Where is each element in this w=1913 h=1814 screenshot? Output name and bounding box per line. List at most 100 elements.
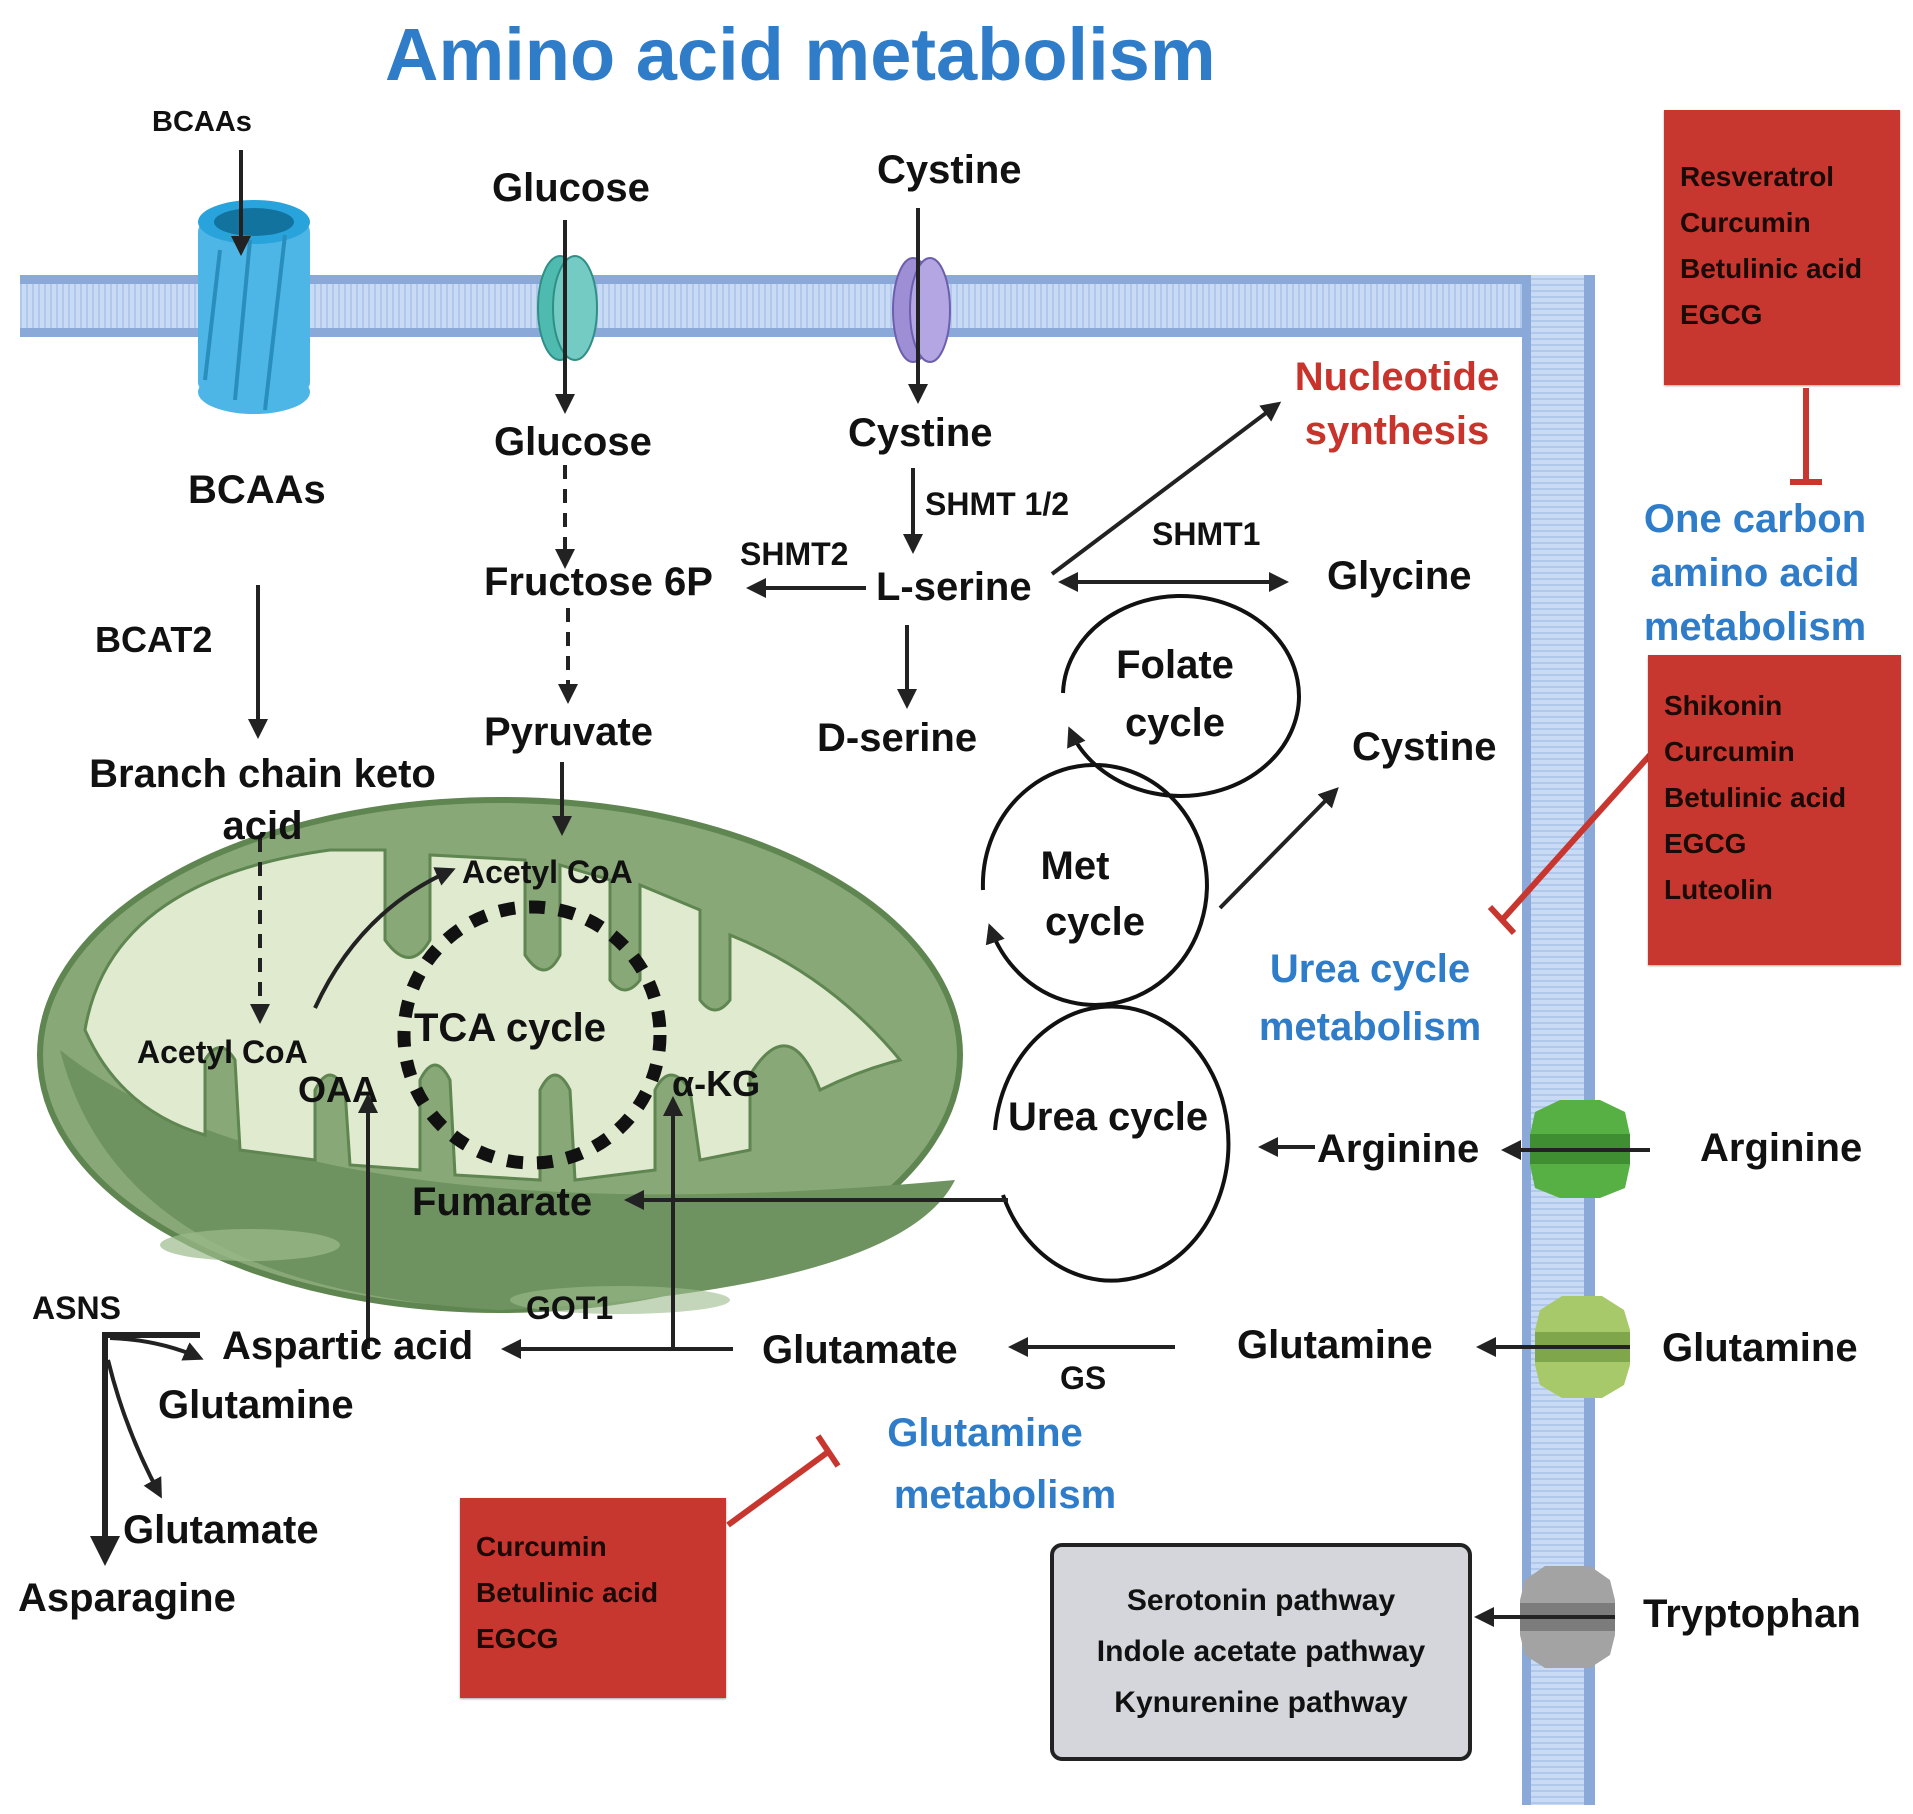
pathway-label-one-carbon: One carbon amino acid metabolism [1620, 492, 1890, 654]
label-glutamine-cytosol: Glutamine [1237, 1323, 1433, 1367]
label-acetyl-coa-top: Acetyl CoA [462, 854, 633, 890]
met-cycle-circle [980, 762, 1209, 1007]
pathway-label-glutamine-line2: metabolism [893, 1473, 1117, 1517]
label-bcat2: BCAT2 [95, 619, 213, 660]
glucose-transporter-icon [537, 255, 598, 361]
folate-cycle-circle [1061, 593, 1301, 798]
mitochondrion [37, 797, 963, 1314]
pathway-label-glutamine: Glutamine metabolism [855, 1402, 1155, 1526]
arrow-lserine-to-nucleotide [1050, 401, 1282, 576]
pathway-label-one-carbon-line1: One carbon [1643, 497, 1867, 541]
inhibitor-item: EGCG [1664, 828, 1747, 859]
inhibitor-item: Betulinic acid [1680, 253, 1863, 284]
mitochondrion-matrix [83, 848, 903, 1182]
label-glucose-cytosol: Glucose [494, 420, 652, 464]
label-folate-cycle: Folate cycle [1095, 636, 1255, 752]
label-met-cycle: Met cycle [1015, 838, 1175, 950]
label-aspartic-acid: Aspartic acid [222, 1324, 474, 1368]
cystine-transporter-icon [892, 257, 951, 363]
label-branch-chain-keto-acid: Branch chain keto acid [75, 748, 450, 852]
label-asns-glutamate: Glutamate [123, 1508, 319, 1552]
inhibit-glutamine [726, 1449, 830, 1528]
page-title: Amino acid metabolism [385, 13, 1216, 96]
inhibitor-item: Luteolin [1664, 874, 1773, 905]
label-folate-cycle-line2: cycle [1124, 701, 1226, 745]
arrow-asns-to-asparagine [90, 1332, 200, 1566]
label-gs: GS [1060, 1360, 1107, 1396]
membrane-vertical-inner-leaflet [1522, 275, 1531, 1805]
label-shmt12: SHMT 1/2 [925, 486, 1070, 522]
pathway-label-one-carbon-line3: metabolism [1643, 605, 1867, 649]
tryptophan-pathway-item: Kynurenine pathway [1114, 1686, 1408, 1719]
cell-membrane [20, 275, 1595, 1805]
label-asns-glutamine: Glutamine [158, 1383, 354, 1427]
label-asparagine: Asparagine [18, 1576, 236, 1620]
inhibition-lines [726, 388, 1822, 1528]
label-d-serine: D-serine [817, 716, 978, 760]
label-shmt2: SHMT2 [740, 536, 849, 572]
label-tryptophan-extracellular: Tryptophan [1643, 1592, 1861, 1636]
label-nucleotide-synthesis-line1: Nucleotide [1294, 355, 1500, 399]
inhibitor-item: Betulinic acid [476, 1577, 659, 1608]
label-fumarate: Fumarate [412, 1180, 593, 1224]
inhibitor-item: EGCG [1680, 299, 1763, 330]
inhibitor-box-urea-cycle: Shikonin Curcumin Betulinic acid EGCG Lu… [1648, 655, 1901, 965]
label-bcaas-cytosol: BCAAs [188, 468, 326, 512]
bcaa-channel-icon [198, 200, 310, 414]
label-arginine-cytosol: Arginine [1317, 1127, 1480, 1171]
label-pyruvate: Pyruvate [484, 710, 653, 754]
inhibitor-item: Curcumin [476, 1531, 607, 1562]
label-oaa: OAA [298, 1069, 378, 1110]
inhibitor-item: Curcumin [1680, 207, 1811, 238]
label-cystine-extracellular: Cystine [877, 148, 1022, 192]
membrane-horizontal-outer-leaflet [20, 275, 1595, 284]
label-got1: GOT1 [526, 1290, 614, 1326]
label-acetyl-coa-left: Acetyl CoA [137, 1034, 308, 1070]
pathway-label-urea-cycle-line1: Urea cycle [1269, 947, 1471, 991]
pathway-label-urea-cycle-line2: metabolism [1258, 1005, 1482, 1049]
arrow-met-to-cystine [1218, 787, 1339, 910]
inhibitor-box-one-carbon: Resveratrol Curcumin Betulinic acid EGCG [1664, 110, 1900, 385]
tryptophan-pathways-box: Serotonin pathway Indole acetate pathway… [1050, 1543, 1472, 1761]
inhibitor-box-glutamine: Curcumin Betulinic acid EGCG [460, 1498, 726, 1698]
pathway-label-glutamine-line1: Glutamine [887, 1411, 1083, 1455]
tryptophan-pathway-item: Serotonin pathway [1126, 1584, 1396, 1617]
tryptophan-pathway-item: Indole acetate pathway [1096, 1635, 1426, 1668]
label-shmt1: SHMT1 [1152, 516, 1261, 552]
label-urea-cycle: Urea cycle [1008, 1095, 1209, 1139]
label-met-cycle-line1: Met [1040, 844, 1110, 888]
label-branch-chain-keto-acid-line2: acid [222, 804, 303, 848]
label-fructose-6p: Fructose 6P [484, 560, 713, 604]
label-akg: α-KG [672, 1063, 761, 1104]
label-branch-chain-keto-acid-line1: Branch chain keto [89, 752, 436, 796]
membrane-vertical-outer-leaflet [1584, 275, 1595, 1805]
arrow-asns-glutamine [109, 1336, 204, 1361]
label-nucleotide-synthesis-line2: synthesis [1304, 409, 1490, 453]
label-glucose-extracellular: Glucose [492, 166, 650, 210]
inhibitor-item: Curcumin [1664, 736, 1795, 767]
inhibit-urea-cycle [1499, 752, 1653, 923]
label-asns: ASNS [32, 1290, 121, 1326]
arrow-asns-glutamate [106, 1359, 162, 1499]
label-bcaas-extracellular: BCAAs [152, 106, 252, 138]
label-l-serine: L-serine [876, 565, 1032, 609]
inhibitor-item: Betulinic acid [1664, 782, 1847, 813]
label-met-cycle-line2: cycle [1044, 900, 1146, 944]
label-glycine: Glycine [1327, 554, 1472, 598]
label-folate-cycle-line1: Folate [1116, 643, 1234, 687]
label-cystine-output: Cystine [1352, 725, 1497, 769]
tca-cycle-circle [397, 900, 667, 1170]
label-tca-cycle: TCA cycle [414, 1006, 606, 1050]
urea-cycle-circle [993, 1004, 1231, 1283]
pathway-label-one-carbon-line2: amino acid [1650, 551, 1860, 595]
membrane-horizontal-inner-leaflet [20, 328, 1530, 337]
label-nucleotide-synthesis: Nucleotide synthesis [1272, 350, 1522, 458]
arrow-acetylcoa-curve [313, 867, 456, 1009]
membrane-vertical [1522, 275, 1595, 1805]
inhibitor-item: EGCG [476, 1623, 559, 1654]
inhibitor-item: Shikonin [1664, 690, 1783, 721]
pathway-arrows [90, 150, 1650, 1627]
label-arginine-extracellular: Arginine [1700, 1126, 1863, 1170]
pathway-label-urea-cycle: Urea cycle metabolism [1225, 940, 1515, 1056]
